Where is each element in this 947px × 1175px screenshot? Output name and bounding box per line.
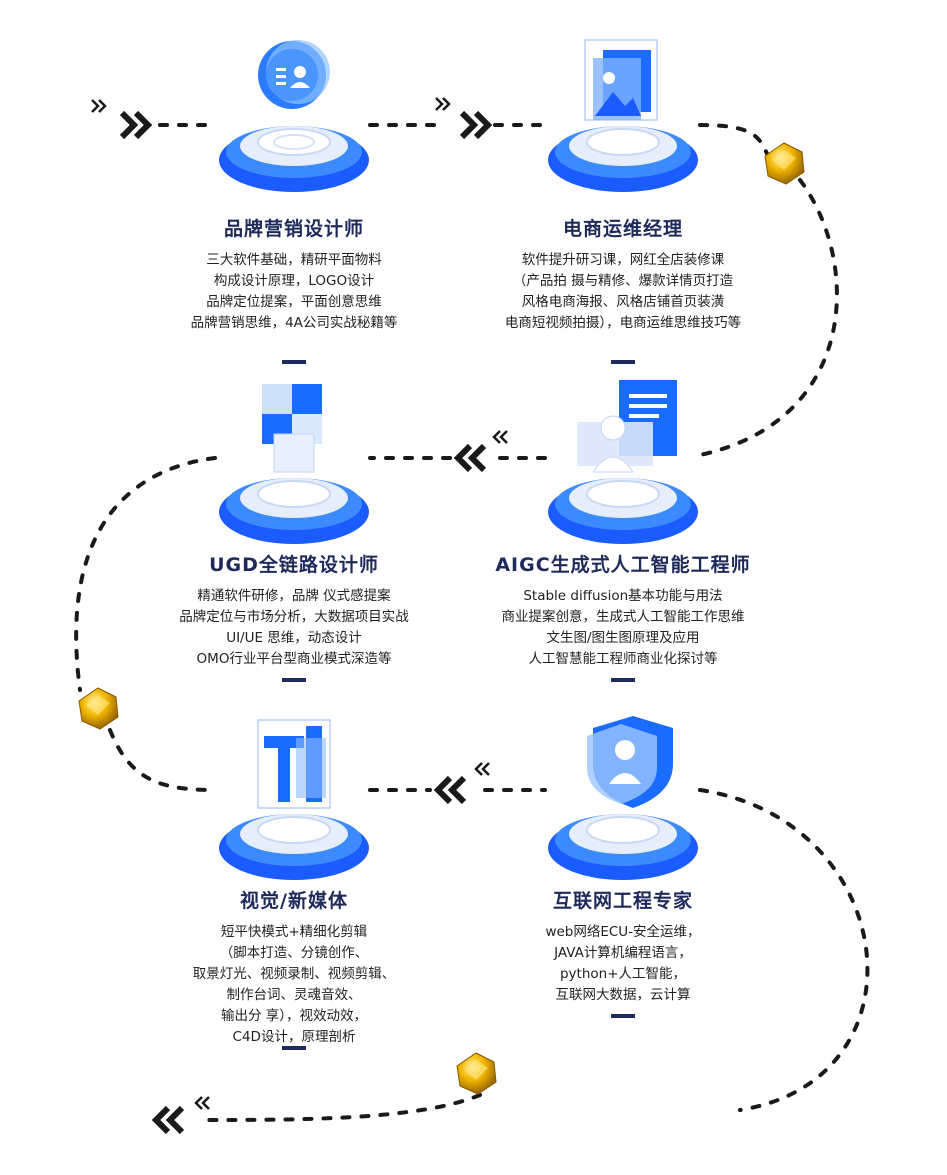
course-description: 精通软件研修，品牌 仪式感提案 品牌定位与市场分析，大数据项目实战 UI/UE … xyxy=(179,588,409,667)
chevron-right-icon xyxy=(119,110,153,140)
chevron-left-icon xyxy=(453,443,487,473)
course-title: 电商运维经理 xyxy=(562,218,683,240)
chevron-right-small-icon xyxy=(91,99,107,113)
user-card-icon xyxy=(204,20,384,200)
chevron-right-small-icon xyxy=(435,97,451,111)
chevron-right-icon xyxy=(459,110,493,140)
divider-bar xyxy=(282,1046,306,1050)
course-description: 三大软件基础，精研平面物料 构成设计原理，LOGO设计 品牌定位提案，平面创意思… xyxy=(190,252,398,331)
gold-gem-icon xyxy=(764,142,805,185)
text-t-icon xyxy=(204,708,384,888)
chevron-left-icon xyxy=(151,1105,185,1135)
course-title: 视觉/新媒体 xyxy=(240,890,348,912)
divider-bar xyxy=(282,360,306,364)
course-title: 品牌营销设计师 xyxy=(223,218,364,240)
blocks-icon xyxy=(204,372,384,552)
profile-document-icon xyxy=(533,372,713,552)
gold-gem-icon xyxy=(78,687,119,730)
chevron-left-small-icon xyxy=(492,430,508,444)
image-cube-icon xyxy=(533,20,713,200)
shield-user-icon xyxy=(533,708,713,888)
divider-bar xyxy=(611,1014,635,1018)
chevron-left-small-icon xyxy=(194,1096,210,1110)
chevron-left-small-icon xyxy=(474,762,490,776)
chevron-left-icon xyxy=(433,775,467,805)
divider-bar xyxy=(611,360,635,364)
course-title: UGD全链路设计师 xyxy=(209,554,379,576)
course-title: AIGC生成式人工智能工程师 xyxy=(495,554,751,576)
divider-bar xyxy=(282,678,306,682)
course-description: web网络ECU-安全运维， JAVA计算机编程语言， python+人工智能，… xyxy=(545,924,701,1003)
course-description: 软件提升研习课，网红全店装修课 （产品拍 摄与精修、爆款详情页打造 风格电商海报… xyxy=(504,252,742,331)
gold-gem-icon xyxy=(456,1052,497,1095)
course-title: 互联网工程专家 xyxy=(552,890,693,912)
course-description: Stable diffusion基本功能与用法 商业提案创意，生成式人工智能工作… xyxy=(501,588,745,667)
course-description: 短平快模式+精细化剪辑 （脚本打造、分镜创作、 取景灯光、视频录制、视频剪辑、 … xyxy=(192,924,396,1045)
divider-bar xyxy=(611,678,635,682)
